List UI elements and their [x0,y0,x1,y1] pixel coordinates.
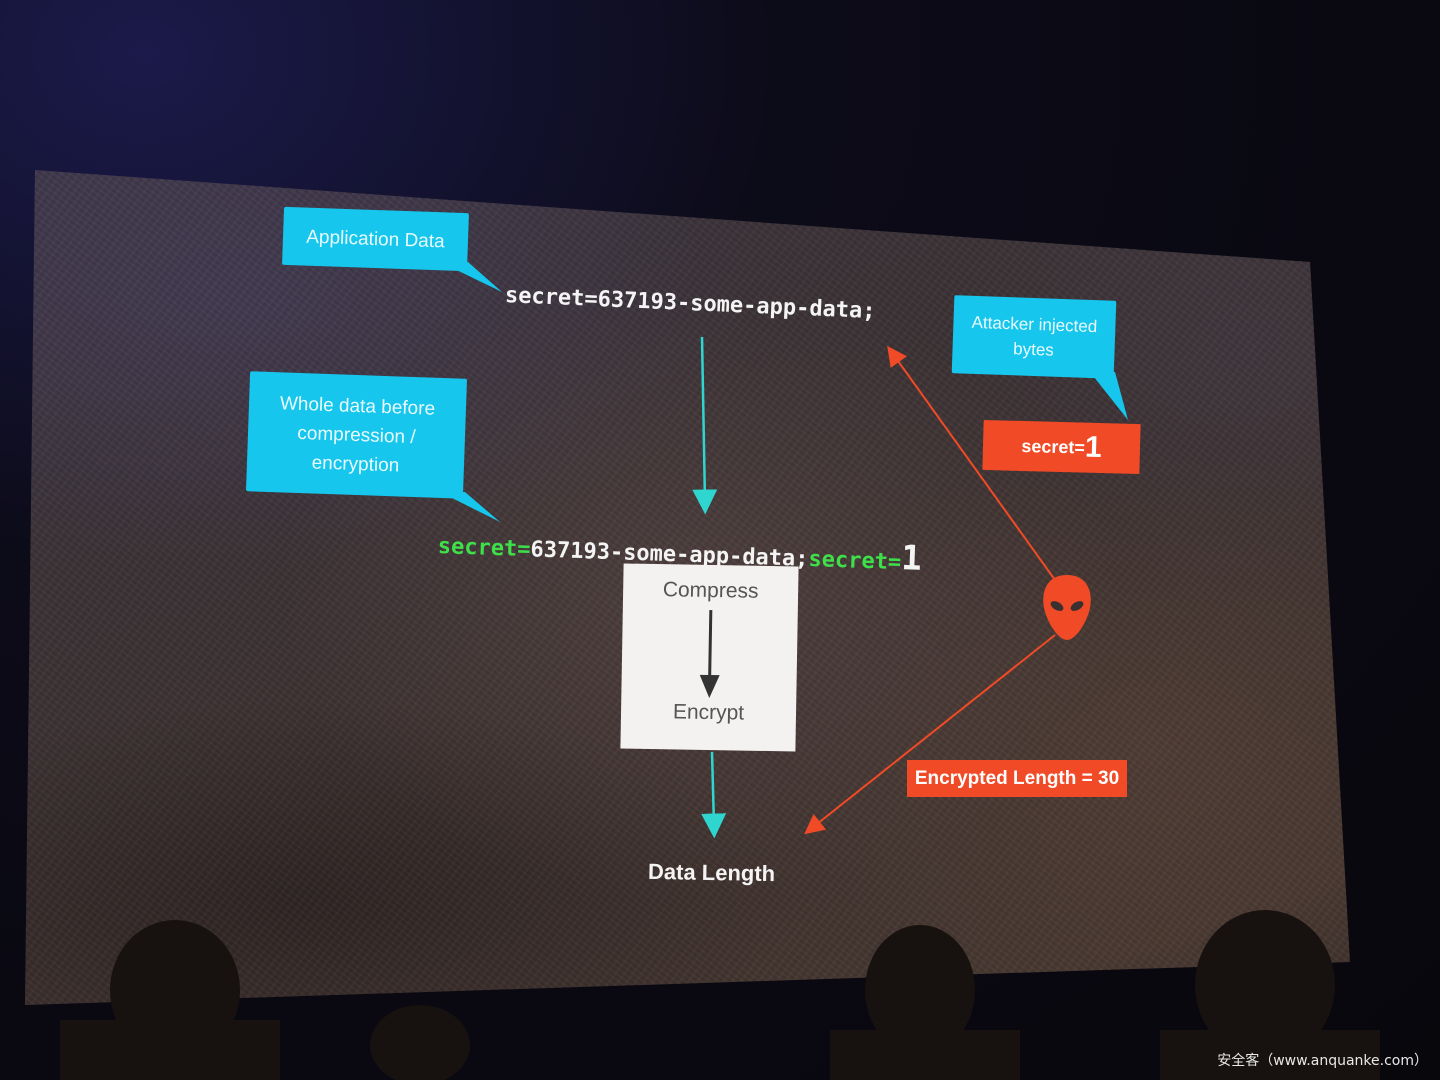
compress-label: Compress [662,578,759,603]
watermark: 安全客（www.anquanke.com） [1217,1053,1428,1069]
callout-text: Attacker injected bytes [971,312,1098,360]
callout-application-data: Application Data [282,206,469,272]
arrow-down-2 [701,751,727,839]
encrypted-length-box: Encrypted Length = 30 [907,760,1127,797]
encrypt-label: Encrypt [672,700,745,725]
injected-value: 1 [1084,430,1103,465]
injected-bytes-box: secret=1 [982,419,1141,475]
compress-encrypt-box: Compress Encrypt [620,563,799,752]
callout-tail [1090,372,1128,420]
callout-whole-data: Whole data before compression / encrypti… [245,371,468,499]
injected-key: secret= [808,546,902,576]
secret-key: secret= [437,534,531,563]
data-length-label: Data Length [647,858,776,887]
injected-value: 1 [900,538,923,579]
audience-silhouettes [60,910,1380,1080]
callout-attacker-injected: Attacker injected bytes [951,295,1117,379]
injected-label: secret= [1021,435,1086,458]
arrow-down-icon [699,609,720,699]
callout-tail [440,492,500,522]
attacker-observe-arrow [804,634,1056,835]
callout-text: Whole data before compression / encrypti… [279,392,436,477]
callout-text: Application Data [305,226,446,252]
attacker-inject-arrow [887,345,1056,581]
arrow-down-1 [692,336,718,515]
alien-attacker-icon [1043,575,1091,640]
